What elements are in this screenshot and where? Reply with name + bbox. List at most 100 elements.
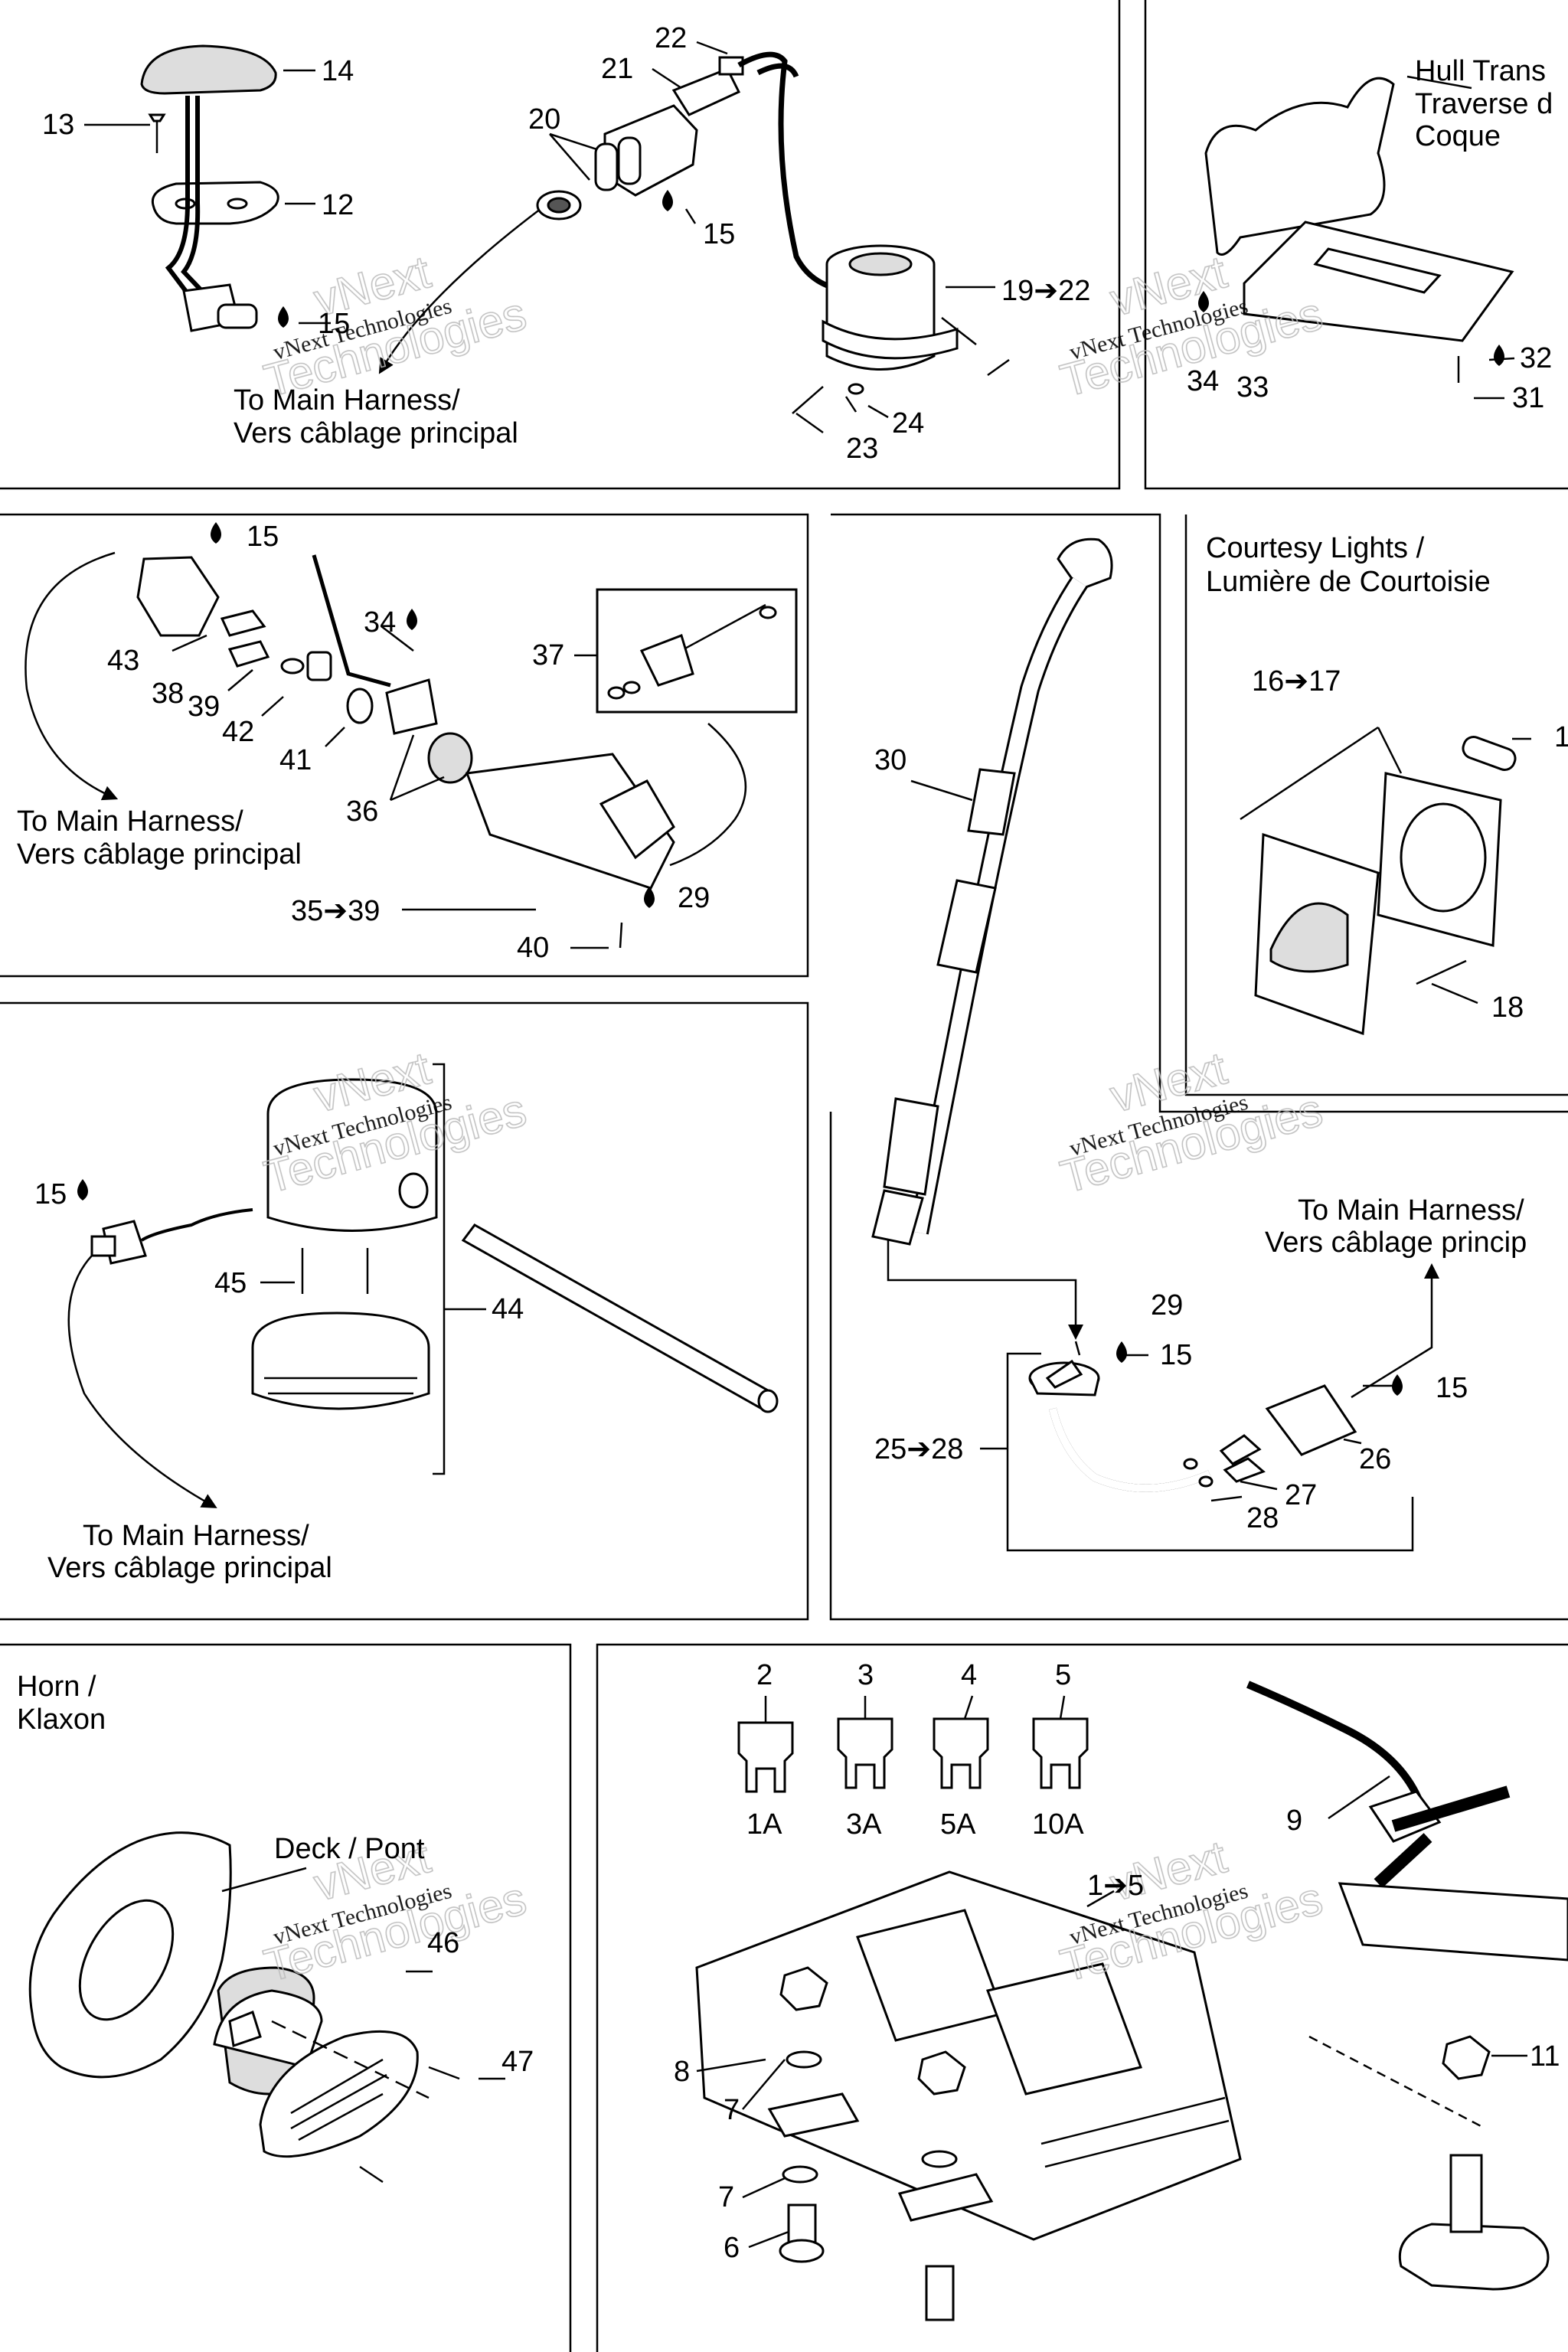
label-40: 40 [517, 932, 549, 964]
housing-window [1400, 802, 1487, 913]
connector-21 [671, 67, 741, 116]
navigation-light [140, 44, 279, 332]
plate-slot [1313, 247, 1442, 294]
label-30: 30 [874, 744, 906, 776]
pump-harness-arrow [67, 1255, 217, 1508]
label-11: 11 [1530, 2040, 1560, 2073]
label-25-28: 25➔28 [874, 1433, 963, 1465]
leader-1-5 [1086, 1890, 1115, 1908]
fuse-label-1a: 1A [746, 1808, 782, 1841]
post-base [1398, 2223, 1550, 2291]
hull-leader [1406, 75, 1472, 90]
courtesy-title-1: Courtesy Lights / [1206, 532, 1425, 564]
harness-1-line1: To Main Harness/ [234, 384, 460, 416]
grommet-core [547, 197, 571, 214]
screw-40 [619, 922, 623, 949]
label-23: 23 [846, 433, 878, 465]
terminal-22 [718, 56, 744, 76]
pin-27b [1223, 1457, 1266, 1483]
label-24: 24 [892, 407, 924, 439]
connector-pin [217, 303, 258, 329]
pump-outlet [398, 1172, 429, 1209]
hull-title-2: Traverse d [1415, 88, 1553, 120]
shaft-arrow [887, 1240, 1083, 1340]
label-45: 45 [214, 1267, 247, 1299]
fuse-box-grid [1040, 2096, 1230, 2168]
harness-4-line2: Vers câblage princip [1265, 1227, 1527, 1259]
pivot-rod [673, 603, 766, 656]
socket-wire [1049, 1407, 1212, 1492]
label-21: 21 [601, 53, 633, 85]
screw-47 [428, 2066, 460, 2080]
label-9: 9 [1286, 1805, 1302, 1837]
label-46: 46 [427, 1927, 459, 1959]
harness-sleeve-2 [1374, 1833, 1432, 1888]
bracket-plate [767, 2092, 860, 2138]
horn-connector [228, 2011, 262, 2047]
label-35-39: 35➔39 [291, 895, 380, 927]
label-5: 5 [1055, 1659, 1071, 1691]
bracket-35 [465, 753, 675, 890]
relay-assembly [536, 51, 959, 414]
drive-shaft [871, 537, 1113, 1340]
label-7b: 7 [718, 2181, 734, 2213]
harness-sleeve [1391, 1785, 1511, 1832]
bilge-pump [67, 1063, 779, 1508]
connector-43 [136, 556, 220, 637]
label-15-socket-b: 15 [1436, 1372, 1468, 1404]
float-ball [427, 732, 473, 784]
socket-cap [1045, 1359, 1083, 1389]
bracket-25 [1006, 1352, 1414, 1552]
light-dome [140, 44, 277, 95]
harness-1-line2: Vers câblage principal [234, 417, 518, 449]
washer-24 [848, 383, 864, 395]
label-16-17: 16➔17 [1252, 665, 1341, 697]
label-34: 34 [364, 606, 396, 639]
label-15b: 15 [703, 218, 735, 250]
sensor-harness-arrow [24, 551, 119, 801]
oil-drop-icon [211, 522, 221, 544]
hull-title-3: Coque [1415, 120, 1501, 152]
harness-3-line1: To Main Harness/ [83, 1520, 309, 1552]
connector-tube-b [617, 136, 642, 185]
frame-courtesy [1184, 514, 1568, 1096]
bracket-plate-2 [897, 2173, 994, 2222]
harness-tag [1338, 1882, 1568, 1962]
label-31: 31 [1512, 382, 1544, 414]
oil-drop-icon [644, 887, 655, 908]
label-47: 47 [501, 2046, 534, 2078]
deck-cutout [78, 1899, 175, 2021]
fuse-label-5a: 5A [940, 1808, 976, 1841]
shaft-end [871, 1189, 924, 1246]
pin-38 [220, 609, 266, 637]
wire-1 [165, 96, 194, 300]
frame-fuse [596, 1643, 1568, 2352]
label-2: 2 [756, 1659, 773, 1691]
shaft-inner [911, 577, 1086, 1234]
label-15: 15 [318, 308, 350, 340]
sensor-assembly [24, 551, 798, 949]
frame-middle [831, 513, 1568, 1113]
pump-strainer [251, 1312, 430, 1410]
label-28: 28 [1246, 1502, 1279, 1534]
frame-pump [0, 1001, 809, 1621]
harness-4-line1: To Main Harness/ [1298, 1194, 1524, 1227]
shaft-coupling-3 [883, 1097, 939, 1196]
fuse-5 [1032, 1717, 1089, 1789]
pump-body [266, 1078, 438, 1232]
oil-drop-icon [77, 1179, 88, 1200]
nut-11 [1442, 2035, 1491, 2080]
screw-29 [1074, 1341, 1081, 1356]
pump-plug [90, 1235, 116, 1257]
courtesy-leader-b [1377, 727, 1403, 774]
courtesy-light [1240, 726, 1531, 1036]
horn-title-2: Klaxon [17, 1704, 106, 1736]
label-42: 42 [222, 716, 254, 748]
detail-callout [669, 723, 747, 867]
label-43: 43 [107, 645, 139, 677]
label-19-22: 19➔22 [1001, 275, 1090, 307]
harness-2-line2: Vers câblage principal [17, 838, 302, 871]
label-37: 37 [532, 639, 564, 671]
harness-bundle [1246, 1681, 1428, 1816]
